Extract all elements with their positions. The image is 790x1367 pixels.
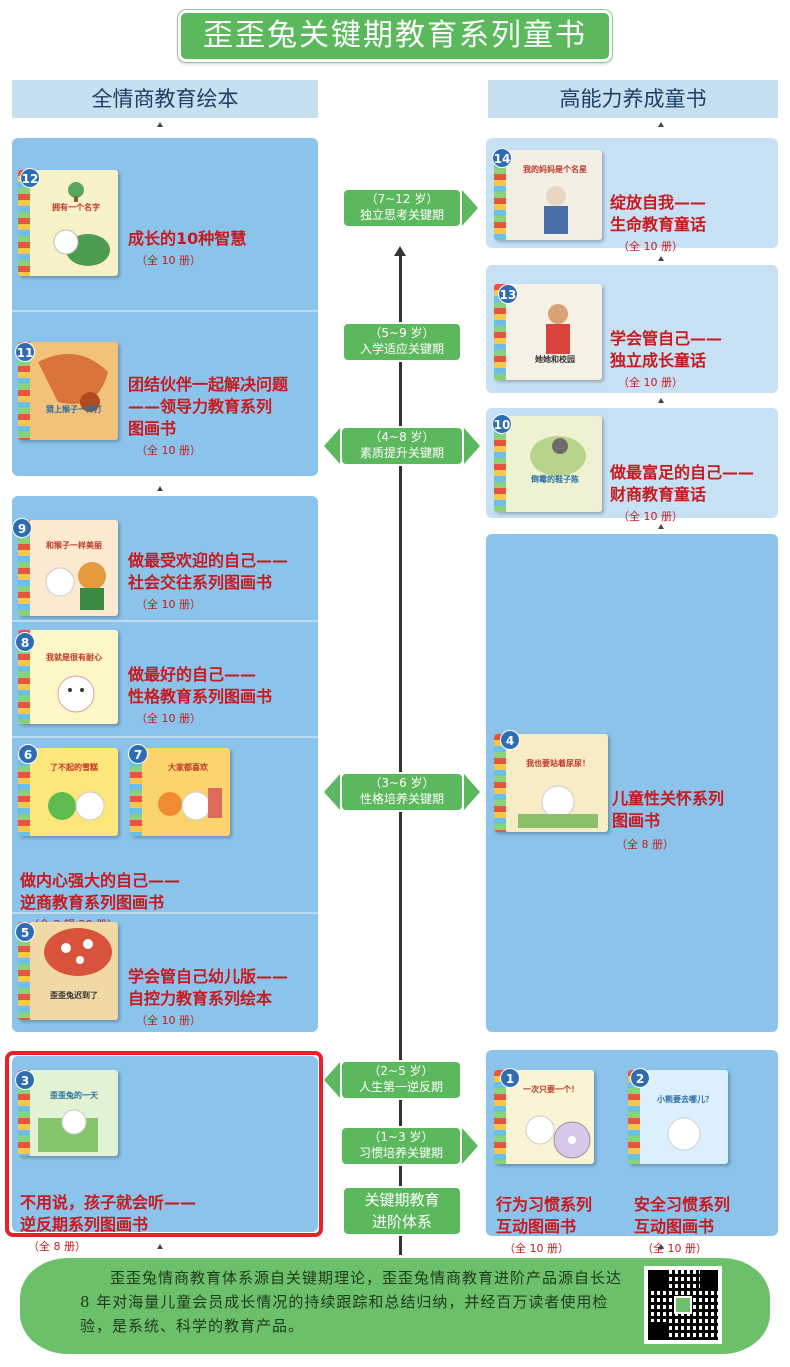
series-number-badge: 14: [492, 148, 512, 168]
arrow-up-icon: [157, 486, 163, 491]
arrow-left-icon: [324, 774, 340, 810]
stage-2-5: （2~5 岁）人生第一逆反期: [340, 1060, 462, 1100]
arrow-up-icon: [394, 246, 406, 256]
series-number-badge: 3: [15, 1070, 35, 1090]
stage-4-8: （4~8 岁）素质提升关键期: [340, 426, 464, 466]
book-cover-6: 了不起的雪糕: [18, 748, 118, 836]
series-number-badge: 12: [20, 168, 40, 188]
arrow-up-icon: [658, 524, 664, 529]
book-cover-14: 我的妈妈是个名星: [494, 150, 602, 240]
arrow-up-icon: [157, 122, 163, 127]
series-number-badge: 10: [492, 414, 512, 434]
stage-1-3: （1~3 岁）习惯培养关键期: [340, 1126, 462, 1166]
divider: [12, 620, 318, 622]
timeline-line: [399, 255, 402, 1255]
divider: [12, 310, 318, 312]
series-title-12: 成长的10种智慧 （全 10 册）: [128, 229, 247, 267]
arrow-right-icon: [462, 190, 478, 226]
series-number-badge: 8: [15, 632, 35, 652]
book-cover-12: 拥有一个名字: [18, 170, 118, 276]
book-cover-11: 猜上猴子一棒打: [18, 342, 118, 440]
divider: [12, 912, 318, 914]
book-cover-3: 歪歪兔的一天: [18, 1070, 118, 1156]
left-column-header: 全情商教育绘本: [12, 80, 318, 118]
book-cover-4: 我也要站着尿尿！: [494, 734, 608, 832]
series-title-10: 做最富足的自己—— 财商教育童话 （全 10 册）: [610, 463, 755, 523]
series-title-8: 做最好的自己—— 性格教育系列图画书 （全 10 册）: [128, 665, 273, 725]
series-title-4: 儿童性关怀系列 图画书 （全 8 册）: [612, 789, 725, 851]
arrow-up-icon: [658, 122, 664, 127]
book-cover-8: 我就是很有耐心: [18, 630, 118, 724]
series-title-11: 团结伙伴一起解决问题 ——领导力教育系列 图画书 （全 10 册）: [128, 375, 289, 457]
arrow-left-icon: [324, 1062, 340, 1098]
qr-code-icon[interactable]: [644, 1266, 722, 1344]
arrow-right-icon: [464, 428, 480, 464]
stage-3-6: （3~6 岁）性格培养关键期: [340, 772, 464, 812]
series-number-badge: 5: [15, 922, 35, 942]
arrow-up-icon: [658, 398, 664, 403]
book-cover-10: 倒霉的鞋子陈: [494, 416, 602, 512]
arrow-up-icon: [658, 1244, 664, 1249]
series-title-3: 不用说，孩子就会听—— 逆反期系列图画书 （全 8 册）: [20, 1193, 197, 1253]
system-box: 关键期教育进阶体系: [342, 1186, 462, 1236]
series-title-13: 学会管自己—— 独立成长童话 （全 10 册）: [610, 329, 723, 389]
divider: [12, 736, 318, 738]
footer-text: 歪歪兔情商教育体系源自关键期理论，歪歪兔情商教育进阶产品源自长达 8 年对海量儿…: [80, 1269, 623, 1335]
right-column-header: 高能力养成童书: [488, 80, 778, 118]
series-number-badge: 1: [500, 1068, 520, 1088]
stage-7-12: （7~12 岁）独立思考关键期: [342, 188, 462, 228]
page-title: 歪歪兔关键期教育系列童书: [178, 10, 612, 62]
series-title-5: 学会管自己幼儿版—— 自控力教育系列绘本 （全 10 册）: [128, 967, 289, 1027]
series-number-badge: 4: [500, 730, 520, 750]
series-number-badge: 13: [498, 284, 518, 304]
arrow-up-icon: [157, 1244, 163, 1249]
highlight-frame: [5, 1051, 323, 1237]
series-number-badge: 9: [12, 518, 32, 538]
series-title-14: 绽放自我—— 生命教育童话 （全 10 册）: [610, 193, 707, 253]
book-cover-5: 歪歪兔迟到了: [18, 922, 118, 1020]
book-cover-9: 和猴子一样美丽: [18, 520, 118, 616]
series-number-badge: 6: [18, 744, 38, 764]
series-number-badge: 2: [630, 1068, 650, 1088]
arrow-up-icon: [658, 256, 664, 261]
stage-5-9: （5~9 岁）入学适应关键期: [342, 322, 462, 362]
series-number-badge: 11: [15, 342, 35, 362]
book-cover-7: 大家都喜欢: [130, 748, 230, 836]
series-number-badge: 7: [128, 744, 148, 764]
arrow-right-icon: [464, 774, 480, 810]
series-title-1: 行为习惯系列 互动图画书 （全 10 册）: [496, 1195, 593, 1255]
arrow-right-icon: [462, 1128, 478, 1164]
series-title-9: 做最受欢迎的自己—— 社会交往系列图画书 （全 10 册）: [128, 551, 289, 611]
arrow-left-icon: [324, 428, 340, 464]
